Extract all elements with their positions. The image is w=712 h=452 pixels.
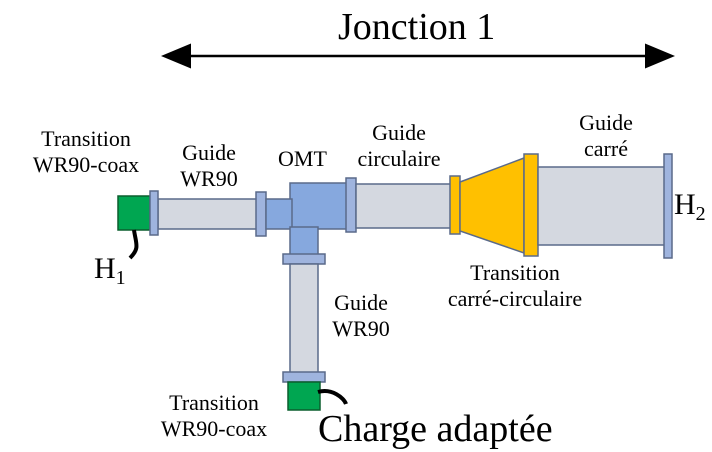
coax-transition-left [117, 195, 151, 231]
flange-transition-left [449, 175, 461, 235]
label-guide-wr90-top-line2: WR90 [180, 166, 238, 191]
omt-stem [289, 226, 319, 256]
label-guide-carre-line1: Guide [579, 110, 633, 135]
label-transition-cc-line1: Transition [470, 260, 560, 285]
label-transition-top: Transition WR90-coax [18, 128, 154, 176]
square-circular-transition [459, 156, 525, 255]
coax-lead-load [317, 389, 348, 405]
flange-transition-right [523, 153, 539, 257]
label-h1: H1 [94, 252, 126, 289]
omt-body [289, 182, 349, 230]
wr90-guide-vertical [289, 263, 319, 375]
label-guide-carre: Guide carré [556, 112, 656, 160]
label-transition-top-line2: WR90-coax [32, 152, 140, 177]
label-guide-wr90-bottom-line2: WR90 [332, 316, 390, 341]
label-guide-wr90-top-line1: Guide [182, 140, 236, 165]
label-transition-carre-circ: Transition carré-circulaire [430, 262, 600, 310]
label-transition-bottom: Transition WR90-coax [146, 392, 282, 440]
coax-transition-bottom [287, 381, 321, 411]
label-h1-base: H [94, 252, 116, 285]
label-h2-sub: 2 [695, 203, 706, 225]
diagram-title: Jonction 1 [338, 6, 496, 48]
square-guide [537, 166, 667, 246]
flange-left [149, 190, 159, 236]
label-transition-bottom-line2: WR90-coax [160, 416, 268, 441]
label-guide-wr90-bottom: Guide WR90 [316, 292, 406, 340]
flange-omt-left [255, 191, 267, 237]
circular-guide [355, 183, 453, 229]
label-omt: OMT [278, 146, 327, 171]
label-h1-sub: 1 [115, 267, 126, 289]
label-guide-wr90-bottom-line1: Guide [334, 290, 388, 315]
flange-omt-bottom [282, 253, 326, 265]
label-h2-base: H [674, 188, 696, 221]
label-guide-circ-line2: circulaire [357, 146, 441, 171]
wr90-guide-horizontal [157, 198, 261, 230]
label-guide-wr90-top: Guide WR90 [164, 142, 254, 190]
flange-h2 [663, 153, 673, 259]
label-h2: H2 [674, 188, 706, 225]
label-guide-carre-line2: carré [584, 136, 628, 161]
coax-lead-h1 [128, 229, 139, 260]
flange-bottom [282, 371, 326, 383]
label-transition-cc-line2: carré-circulaire [447, 286, 583, 311]
label-charge-adaptee: Charge adaptée [318, 408, 553, 450]
label-transition-top-line1: Transition [41, 126, 131, 151]
omt-arm [265, 198, 293, 230]
label-guide-circ-line1: Guide [372, 120, 426, 145]
label-guide-circulaire: Guide circulaire [344, 122, 454, 170]
label-transition-bottom-line1: Transition [169, 390, 259, 415]
flange-omt-right [345, 177, 357, 233]
